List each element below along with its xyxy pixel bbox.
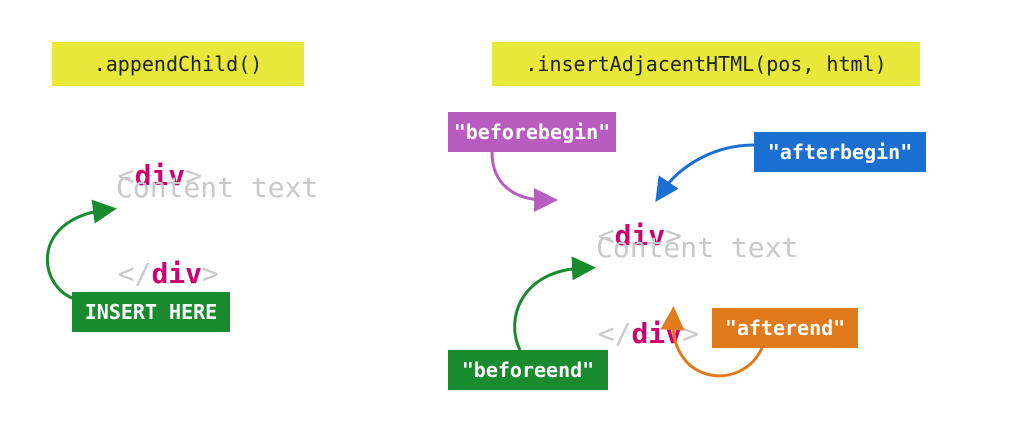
beforeend-arrow bbox=[513, 256, 596, 351]
left-close-tag: div bbox=[151, 257, 203, 290]
left-open-lt: < bbox=[117, 159, 135, 192]
right-open-lt: < bbox=[597, 219, 615, 252]
afterend-arrow bbox=[660, 306, 764, 378]
right-open-tag: div bbox=[614, 219, 666, 252]
beforebegin-label: "beforebegin" bbox=[448, 112, 616, 152]
insert-adjacent-html-title: .insertAdjacentHTML(pos, html) bbox=[492, 42, 920, 86]
left-close-lt: </ bbox=[117, 257, 152, 290]
insert-here-arrow bbox=[46, 199, 117, 302]
beforebegin-arrow bbox=[490, 151, 558, 212]
left-close-gt: > bbox=[202, 257, 219, 290]
left-code-open-line: <div> bbox=[84, 122, 202, 194]
right-code-open-line: <div> bbox=[564, 182, 682, 254]
afterbegin-arrow bbox=[655, 143, 755, 202]
afterend-label: "afterend" bbox=[712, 308, 858, 348]
left-open-tag: div bbox=[134, 159, 186, 192]
left-code-content: Content text bbox=[116, 171, 319, 204]
left-code-close-line: </div> bbox=[84, 220, 219, 292]
right-close-gt: > bbox=[682, 317, 699, 350]
insert-here-label: INSERT HERE bbox=[72, 292, 230, 332]
right-close-lt: </ bbox=[597, 317, 632, 350]
beforeend-label: "beforeend" bbox=[448, 350, 608, 390]
append-child-title: .appendChild() bbox=[52, 42, 304, 86]
right-code-content: Content text bbox=[596, 231, 799, 264]
left-open-gt: > bbox=[185, 159, 203, 192]
afterbegin-label: "afterbegin" bbox=[754, 132, 926, 172]
right-open-gt: > bbox=[665, 219, 683, 252]
